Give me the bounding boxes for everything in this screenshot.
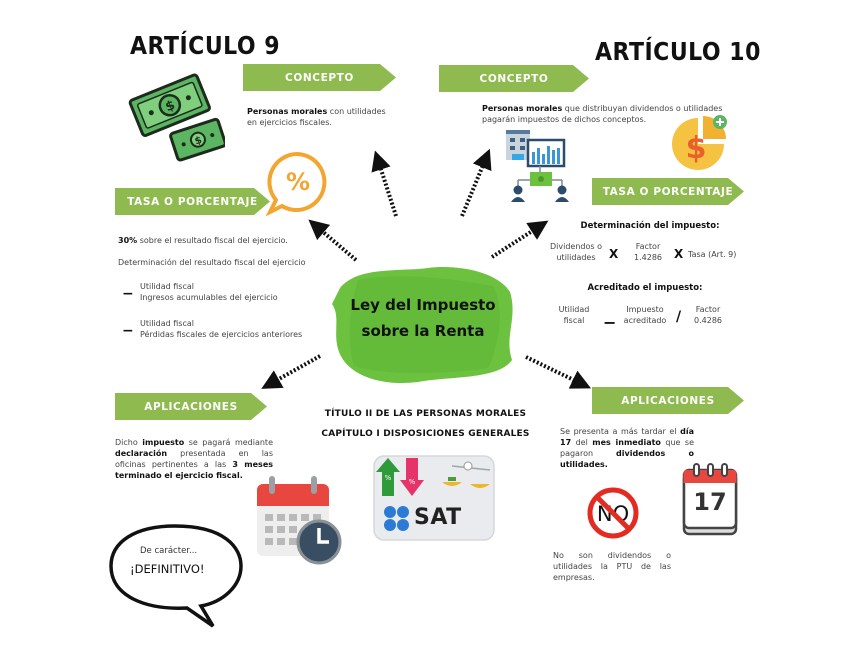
arrow-to-article-9-concepto bbox=[371, 150, 398, 217]
article-9-title: ARTÍCULO 9 bbox=[130, 32, 281, 61]
article-10-concepto-text: Personas morales que distribuyan dividen… bbox=[482, 103, 752, 125]
determinacion-heading: Determinación del impuesto: bbox=[580, 221, 720, 231]
dollar-pie-chart-icon: $ bbox=[668, 110, 730, 172]
article-9-concepto-text: Personas morales con utilidades en ejerc… bbox=[247, 106, 397, 128]
arrow-to-article-10-tasa bbox=[490, 220, 549, 259]
arrow-to-article-10-aplicaciones bbox=[525, 355, 592, 389]
acreditado-heading: Acreditado el impuesto: bbox=[587, 283, 703, 293]
article-9-tasa-line2: Determinación del resultado fiscal del e… bbox=[118, 258, 306, 267]
arrow-to-article-9-tasa bbox=[308, 219, 358, 262]
article-10-aplicaciones-banner: APLICACIONES bbox=[592, 387, 744, 414]
multiply-operator: X bbox=[609, 247, 619, 261]
acreditado-utilidad: Utilidad fiscal bbox=[558, 305, 590, 325]
text-bold: declaración bbox=[115, 449, 168, 458]
article-10-concepto-bold: Personas morales bbox=[482, 104, 563, 113]
speech-line1: De carácter... bbox=[140, 546, 198, 556]
minus-operator: − bbox=[122, 286, 134, 302]
article-10-note: No son dividendos o utilidades la PTU de… bbox=[553, 551, 671, 582]
article-10-tasa-banner: TASA O PORCENTAJE bbox=[592, 178, 744, 205]
company-dividends-icon bbox=[500, 128, 580, 204]
formula-item-2-top: Utilidad fiscal bbox=[140, 319, 194, 328]
multiply-operator: X bbox=[674, 247, 684, 261]
article-10-concepto-banner: CONCEPTO bbox=[439, 65, 589, 92]
formula-item-1-bottom: Ingresos acumulables del ejercicio bbox=[140, 293, 278, 302]
article-9-concepto-bold: Personas morales bbox=[247, 107, 328, 116]
sat-logo-text: SAT bbox=[414, 505, 462, 530]
tasa-line1-rest: sobre el resultado fiscal del ejercicio. bbox=[137, 236, 288, 245]
minus-operator: − bbox=[122, 323, 134, 339]
speech-line2: ¡DEFINITIVO! bbox=[130, 562, 205, 576]
text-bold: mes inmediato bbox=[592, 438, 661, 447]
text-bold: 3 meses bbox=[232, 460, 274, 469]
determinacion-factor: Factor 1.4286 bbox=[634, 242, 662, 262]
text-bold: terminado el ejercicio fiscal. bbox=[115, 471, 243, 480]
divide-operator: / bbox=[676, 309, 682, 325]
article-9-aplicaciones-text: Dicho impuesto se pagará mediante declar… bbox=[115, 437, 273, 481]
text-part: Dicho bbox=[115, 438, 143, 447]
center-title: Ley del Impuesto sobre la Renta bbox=[328, 292, 518, 344]
svg-text:%: % bbox=[409, 478, 416, 486]
titulo-line2: CAPÍTULO I DISPOSICIONES GENERALES bbox=[321, 429, 530, 439]
svg-text:%: % bbox=[286, 168, 310, 196]
article-10-aplicaciones-text: Se presenta a más tardar el día 17 del m… bbox=[560, 426, 694, 470]
tasa-30-percent: 30% bbox=[118, 236, 138, 245]
calendar-17-icon bbox=[680, 462, 740, 538]
svg-text:$: $ bbox=[193, 135, 203, 148]
acreditado-impuesto: Impuesto acreditado bbox=[623, 305, 667, 325]
text-part: se pagará mediante bbox=[184, 438, 273, 447]
formula-item-1-top: Utilidad fiscal bbox=[140, 282, 194, 291]
text-part: que se pagaron bbox=[560, 438, 695, 458]
text-bold: impuesto bbox=[142, 438, 185, 447]
center-title-line1: Ley del Impuesto bbox=[350, 296, 496, 314]
acreditado-factor: Factor 0.4286 bbox=[694, 305, 722, 325]
text-part: del bbox=[571, 438, 593, 447]
arrow-to-article-10-concepto bbox=[460, 148, 492, 217]
text-bold: dividendos o utilidades. bbox=[560, 449, 694, 469]
sat-logo: % % bbox=[370, 452, 498, 544]
titulo-line1: TÍTULO II DE LAS PERSONAS MORALES bbox=[324, 409, 527, 419]
calendar-day-number: 17 bbox=[693, 488, 727, 516]
minus-operator: − bbox=[603, 313, 617, 332]
center-title-line2: sobre la Renta bbox=[361, 322, 485, 340]
definitivo-speech-bubble bbox=[105, 520, 245, 632]
determinacion-tasa: Tasa (Art. 9) bbox=[688, 250, 737, 259]
article-10-concepto-rest: que distribuyan dividendos o utilidades … bbox=[482, 104, 723, 124]
watercolor-blob bbox=[328, 258, 518, 388]
svg-text:$: $ bbox=[686, 131, 707, 166]
article-9-concepto-banner: CONCEPTO bbox=[243, 64, 396, 91]
article-10-title: ARTÍCULO 10 bbox=[595, 38, 761, 67]
text-part: presentada en las oficinas pertinentes a… bbox=[115, 449, 273, 469]
percent-speech-icon: % bbox=[264, 150, 330, 216]
arrow-to-article-9-aplicaciones bbox=[261, 354, 321, 389]
article-9-tasa-line1: 30% sobre el resultado fiscal del ejerci… bbox=[118, 235, 328, 246]
text-bold: día 17 bbox=[560, 427, 694, 447]
calendar-clock-icon bbox=[255, 474, 345, 566]
article-9-concepto-rest: con utilidades en ejercicios fiscales. bbox=[247, 107, 386, 127]
article-9-tasa-banner: TASA O PORCENTAJE bbox=[115, 188, 270, 215]
formula-item-2-bottom: Pérdidas fiscales de ejercicios anterior… bbox=[140, 330, 303, 339]
determinacion-dividendos: Dividendos o utilidades bbox=[550, 242, 602, 262]
svg-text:%: % bbox=[385, 474, 392, 482]
money-bills-icon: $ $ bbox=[125, 68, 225, 163]
prohibited-no-icon: NO bbox=[585, 485, 641, 541]
article-9-aplicaciones-banner: APLICACIONES bbox=[115, 393, 267, 420]
text-part: Se presenta a más tardar el bbox=[560, 427, 681, 436]
